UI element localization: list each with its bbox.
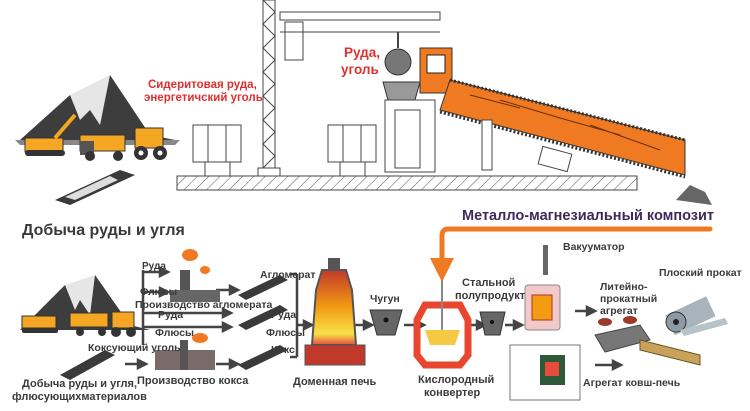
hopper xyxy=(382,81,436,173)
ore-label: Руда, xyxy=(344,45,381,60)
mining-title: Добыча руды и угля xyxy=(22,222,185,239)
direct-input-flux: Флюсы xyxy=(155,327,195,339)
pig-iron-label: Чугун xyxy=(370,293,400,305)
furnace-input-flux: Флюсы xyxy=(266,327,306,339)
furnace-input-sinter: Агломерат xyxy=(260,269,316,281)
crane-tower xyxy=(257,0,281,177)
sinter-input-ore: Руда xyxy=(142,261,166,272)
siderite-ore-label: Сидеритовая руда, xyxy=(148,79,257,91)
rail-wagon-1 xyxy=(192,124,242,177)
steel-semi-label-line1: Стальной xyxy=(462,277,516,289)
excavator-icon xyxy=(24,113,77,156)
kiln-conveyor xyxy=(439,78,686,179)
casting-unit-line3: агрегат xyxy=(600,305,638,317)
feeder-box xyxy=(419,47,453,94)
casting-unit-line2: прокатный xyxy=(600,293,658,305)
vacuum-degasser-label: Вакууматор xyxy=(563,241,625,253)
composite-arrow xyxy=(430,226,713,282)
coke-production-label: Производство кокса xyxy=(137,375,249,387)
blast-furnace-icon xyxy=(304,258,366,366)
crane-beam xyxy=(279,11,441,61)
casting-rolling-unit-icon xyxy=(594,316,701,366)
mining-bottom-line2: флюсующихматериалов xyxy=(12,391,147,403)
sinter-plant-icon xyxy=(170,249,220,302)
material-belts xyxy=(238,275,288,370)
furnace-input-coke: Кокс xyxy=(271,344,295,356)
furnace-input-ore: Руда xyxy=(271,309,297,321)
mining-scene-top xyxy=(15,75,180,161)
oxygen-converter-icon xyxy=(413,280,472,369)
ground-slab xyxy=(176,175,638,191)
loader-icon xyxy=(134,127,167,160)
casting-unit-line1: Литейно- xyxy=(600,281,648,293)
composite-label: Металло-магнезиальный композит xyxy=(462,208,714,224)
rail-wagon-2 xyxy=(327,124,377,177)
flat-rolled-label: Плоский прокат xyxy=(659,267,742,279)
grab-bucket-icon xyxy=(384,32,412,76)
vacuum-degasser-icon xyxy=(524,245,561,331)
steel-ladle-icon xyxy=(479,311,506,336)
steel-coil-icon xyxy=(665,296,728,336)
direct-input-ore: Руда xyxy=(158,309,184,321)
coking-coal-label: Коксующий уголь xyxy=(88,342,181,354)
coal-label: уголь xyxy=(341,62,379,77)
coke-plant-icon xyxy=(155,333,215,370)
pig-iron-ladle-icon xyxy=(369,309,403,336)
ladle-furnace-label: Агрегат ковш-печь xyxy=(583,377,681,389)
sinter-input-flux: Флюсы xyxy=(140,287,178,298)
steel-semi-label-line2: полупродукт xyxy=(455,290,526,302)
coal-pile-output xyxy=(676,185,712,205)
blast-furnace-label: Доменная печь xyxy=(293,376,377,388)
mining-bottom-line1: Добыча руды и угля, xyxy=(22,378,137,390)
mining-scene-bottom xyxy=(20,275,150,337)
rock-strip-bottom xyxy=(60,350,115,380)
converter-label-line1: Кислородный xyxy=(418,374,495,386)
converter-label-line2: конвертер xyxy=(424,387,481,399)
energy-coal-label: энергетичский уголь xyxy=(144,92,263,104)
dump-truck-icon xyxy=(79,134,126,161)
rock-strip-top xyxy=(55,170,135,205)
ladle-furnace-icon xyxy=(509,344,581,401)
sinter-production-label: Производство агломерата xyxy=(135,299,273,311)
